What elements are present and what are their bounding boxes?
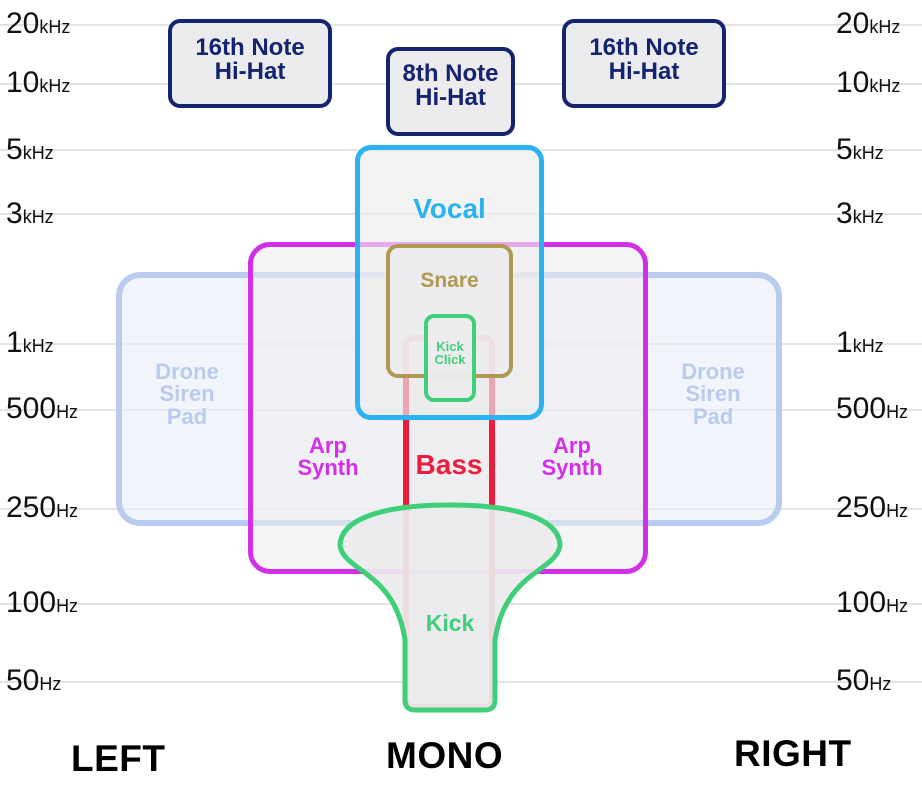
left-tick-10k: 10kHz [6,66,71,99]
hihat-16th-left-region [168,19,332,108]
left-tick-50: 50Hz [6,664,62,697]
left-tick-500: 500Hz [6,392,79,425]
left-tick-100: 100Hz [6,586,79,619]
drone-left-label: Drone Siren Pad [155,359,219,429]
right-tick-3k: 3kHz [836,197,884,230]
left-tick-3k: 3kHz [6,197,54,230]
right-tick-1k: 1kHz [836,326,884,359]
right-tick-50: 50Hz [836,664,892,697]
kick-click-region [424,314,476,402]
drone-right-label: Drone Siren Pad [681,359,745,429]
arp-right-label: Arp Synth [541,433,603,481]
right-tick-250: 250Hz [836,491,909,524]
hihat-16th-left-label: 16th Note Hi-Hat [195,34,305,86]
hihat-16th-right-region [562,19,726,108]
left-tick-250: 250Hz [6,491,79,524]
stereo-mono-label: MONO [386,735,504,776]
right-tick-500: 500Hz [836,392,909,425]
bass-label: Bass [415,449,483,480]
snare-label: Snare [420,269,479,292]
right-tick-10k: 10kHz [836,66,901,99]
hihat-16th-right-label: 16th Note Hi-Hat [589,34,699,86]
gridline-20k [0,24,922,26]
stereo-right-label: RIGHT [734,733,852,774]
kick-click-label: Kick Click [434,339,466,368]
arp-left-label: Arp Synth [297,433,359,481]
stereo-left-label: LEFT [71,738,166,779]
left-tick-5k: 5kHz [6,133,54,166]
right-tick-100: 100Hz [836,586,909,619]
kick-label: Kick [425,610,475,636]
left-tick-1k: 1kHz [6,326,54,359]
vocal-label: Vocal [413,193,486,224]
hihat-8th-label: 8th Note Hi-Hat [402,60,499,112]
left-tick-20k: 20kHz [6,7,71,40]
right-tick-5k: 5kHz [836,133,884,166]
hihat-8th-region [386,47,515,136]
right-tick-20k: 20kHz [836,7,901,40]
